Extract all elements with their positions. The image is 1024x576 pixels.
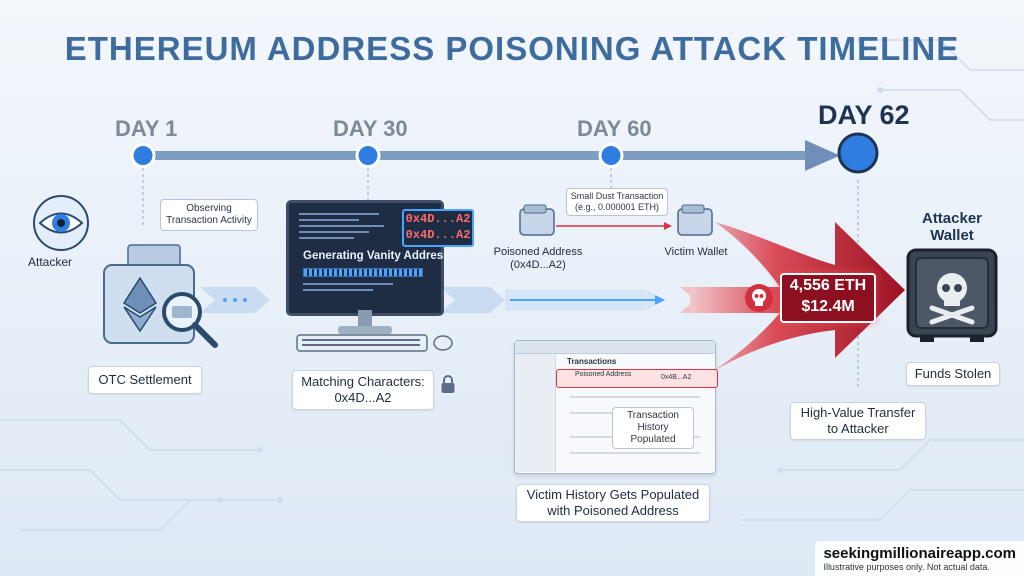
- table-row: [570, 412, 630, 414]
- table-row: [570, 452, 700, 454]
- day-label-30: DAY 30: [333, 116, 408, 141]
- funds-stolen-text: Funds Stolen: [914, 366, 992, 381]
- window-title: Transactions: [567, 357, 617, 366]
- match-address-1: 0x4D...A2: [405, 212, 471, 226]
- poisoned-wallet-icon: [519, 204, 555, 236]
- computer-stand: [338, 310, 392, 334]
- safe-icon: [906, 248, 998, 342]
- ethereum-icon: [122, 276, 158, 314]
- vanity-match-panel: 0x4D...A2 0x4D...A2: [402, 209, 474, 247]
- matching-characters-caption: Matching Characters: 0x4D...A2: [292, 370, 434, 410]
- attacker-wallet-line1: Attacker: [921, 210, 983, 227]
- otc-settlement-caption: OTC Settlement: [88, 366, 202, 394]
- stolen-amount-box: 4,556 ETH $12.4M: [780, 273, 876, 323]
- table-row: [570, 396, 700, 398]
- observing-bubble-text: Observing Transaction Activity: [166, 203, 252, 226]
- timeline-node-day60: [598, 143, 624, 168]
- eye-icon: [33, 195, 89, 251]
- timeline-node-day62: [837, 132, 879, 174]
- day-label-60: DAY 60: [577, 116, 652, 141]
- victim-history-line1: Victim History Gets Populated: [526, 487, 700, 502]
- window-sidebar: [515, 354, 556, 472]
- mouse-icon: [433, 335, 453, 351]
- keyboard-icon: [296, 334, 428, 352]
- observing-bubble: Observing Transaction Activity: [160, 199, 258, 231]
- attacker-label: Attacker: [28, 255, 73, 269]
- dust-transaction-bubble: Small Dust Transaction (e.g., 0.000001 E…: [566, 188, 668, 216]
- match-address-2: 0x4D...A2: [405, 228, 471, 242]
- poisoned-label-line1: Poisoned Address: [493, 246, 583, 258]
- poisoned-label-line2: (0x4D...A2): [510, 259, 566, 271]
- computer-icon: Generating Vanity Address: [286, 200, 450, 316]
- progress-bar: [303, 268, 423, 277]
- poisoned-row-label: Poisoned Address: [575, 371, 632, 378]
- day-label-1: DAY 1: [115, 116, 178, 141]
- footer-watermark: seekingmillionaireapp.com Illustrative p…: [815, 541, 1024, 576]
- matching-characters-line1: Matching Characters:: [301, 374, 425, 389]
- dust-line2: (e.g., 0.000001 ETH): [574, 202, 660, 212]
- history-bubble: Transaction History Populated: [612, 407, 694, 449]
- matching-characters-line2: 0x4D...A2: [334, 390, 392, 405]
- poisoned-address-label: Poisoned Address (0x4D...A2): [490, 246, 586, 272]
- victim-history-caption: Victim History Gets Populated with Poiso…: [516, 484, 710, 522]
- lock-icon: [441, 375, 455, 393]
- transfer-line2: to Attacker: [827, 421, 889, 436]
- attacker-wallet-heading: Attacker Wallet: [908, 210, 996, 244]
- history-line2: Populated: [630, 434, 676, 445]
- otc-settlement-text: OTC Settlement: [98, 372, 192, 387]
- timeline-node-day30: [355, 143, 381, 168]
- window-titlebar: [515, 341, 715, 354]
- timeline-node-day1: [130, 143, 156, 168]
- footer-note: Illustrative purposes only. Not actual d…: [823, 562, 990, 572]
- victim-wallet-icon: [677, 204, 713, 236]
- footer-site: seekingmillionaireapp.com: [823, 545, 1016, 562]
- code-lines: [299, 213, 389, 239]
- funds-stolen-caption: Funds Stolen: [906, 362, 1000, 386]
- day-label-62: DAY 62: [818, 100, 910, 130]
- poisoned-row-address: 0x4B...A2: [661, 374, 692, 381]
- poisoned-row[interactable]: Poisoned Address 0x4B...A2: [556, 369, 718, 388]
- magnifier-icon: [162, 292, 218, 348]
- transfer-line1: High-Value Transfer: [800, 405, 916, 420]
- attacker-wallet-line2: Wallet: [930, 227, 974, 244]
- history-line1: Transaction History: [627, 410, 679, 433]
- victim-wallet-label: Victim Wallet: [664, 246, 728, 258]
- page-title: ETHEREUM ADDRESS POISONING ATTACK TIMELI…: [64, 30, 960, 67]
- skull-crossbones-icon: [929, 273, 975, 325]
- high-value-transfer-caption: High-Value Transfer to Attacker: [790, 402, 926, 440]
- skull-icon: [745, 284, 773, 312]
- dust-line1: Small Dust Transaction: [570, 191, 664, 201]
- screen-title: Generating Vanity Address: [303, 250, 450, 262]
- victim-history-line2: with Poisoned Address: [547, 503, 679, 518]
- stolen-amount-usd: $12.4M: [801, 298, 855, 315]
- stolen-amount-eth: 4,556 ETH: [789, 277, 867, 294]
